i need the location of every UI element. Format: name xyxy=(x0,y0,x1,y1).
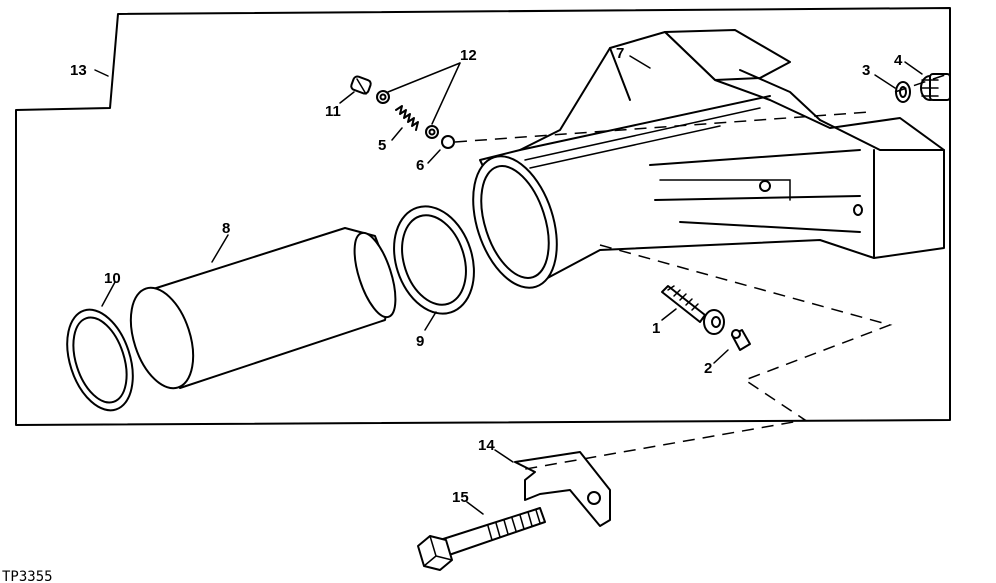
callout-2: 2 xyxy=(704,360,712,377)
callout-10: 10 xyxy=(104,270,121,287)
leader-lines xyxy=(94,55,923,515)
housing-icon xyxy=(479,29,945,283)
ball-icon xyxy=(441,135,455,149)
assembly-lines xyxy=(454,74,946,471)
seal-pair-icon xyxy=(376,90,439,139)
callout-13: 13 xyxy=(70,62,87,79)
callout-4: 4 xyxy=(894,52,903,69)
bolt-fitting-icon xyxy=(661,285,725,335)
cylinder-tube-icon xyxy=(129,227,397,390)
callout-3: 3 xyxy=(862,62,870,79)
bracket-icon xyxy=(514,451,611,527)
callout-5: 5 xyxy=(378,137,386,154)
figure-id: TP3355 xyxy=(2,569,53,583)
cap-screw-icon xyxy=(417,507,546,571)
callout-9: 9 xyxy=(416,333,424,350)
housing-open-end xyxy=(472,155,558,289)
washer-icon xyxy=(895,81,911,103)
plug-icon xyxy=(920,73,951,101)
callout-11: 11 xyxy=(325,103,341,120)
callout-15: 15 xyxy=(452,489,469,506)
ring-seal-icon xyxy=(66,308,134,412)
outline-border xyxy=(15,7,951,426)
callout-6: 6 xyxy=(416,157,424,174)
spring-icon xyxy=(395,105,419,131)
plug-icon xyxy=(350,75,372,95)
callout-8: 8 xyxy=(222,220,230,237)
ring-seal-icon xyxy=(393,205,475,315)
grease-fitting-icon xyxy=(731,329,751,351)
callout-12: 12 xyxy=(460,47,477,64)
callout-1: 1 xyxy=(652,320,660,337)
callout-14: 14 xyxy=(478,437,495,454)
callout-7: 7 xyxy=(616,45,624,62)
